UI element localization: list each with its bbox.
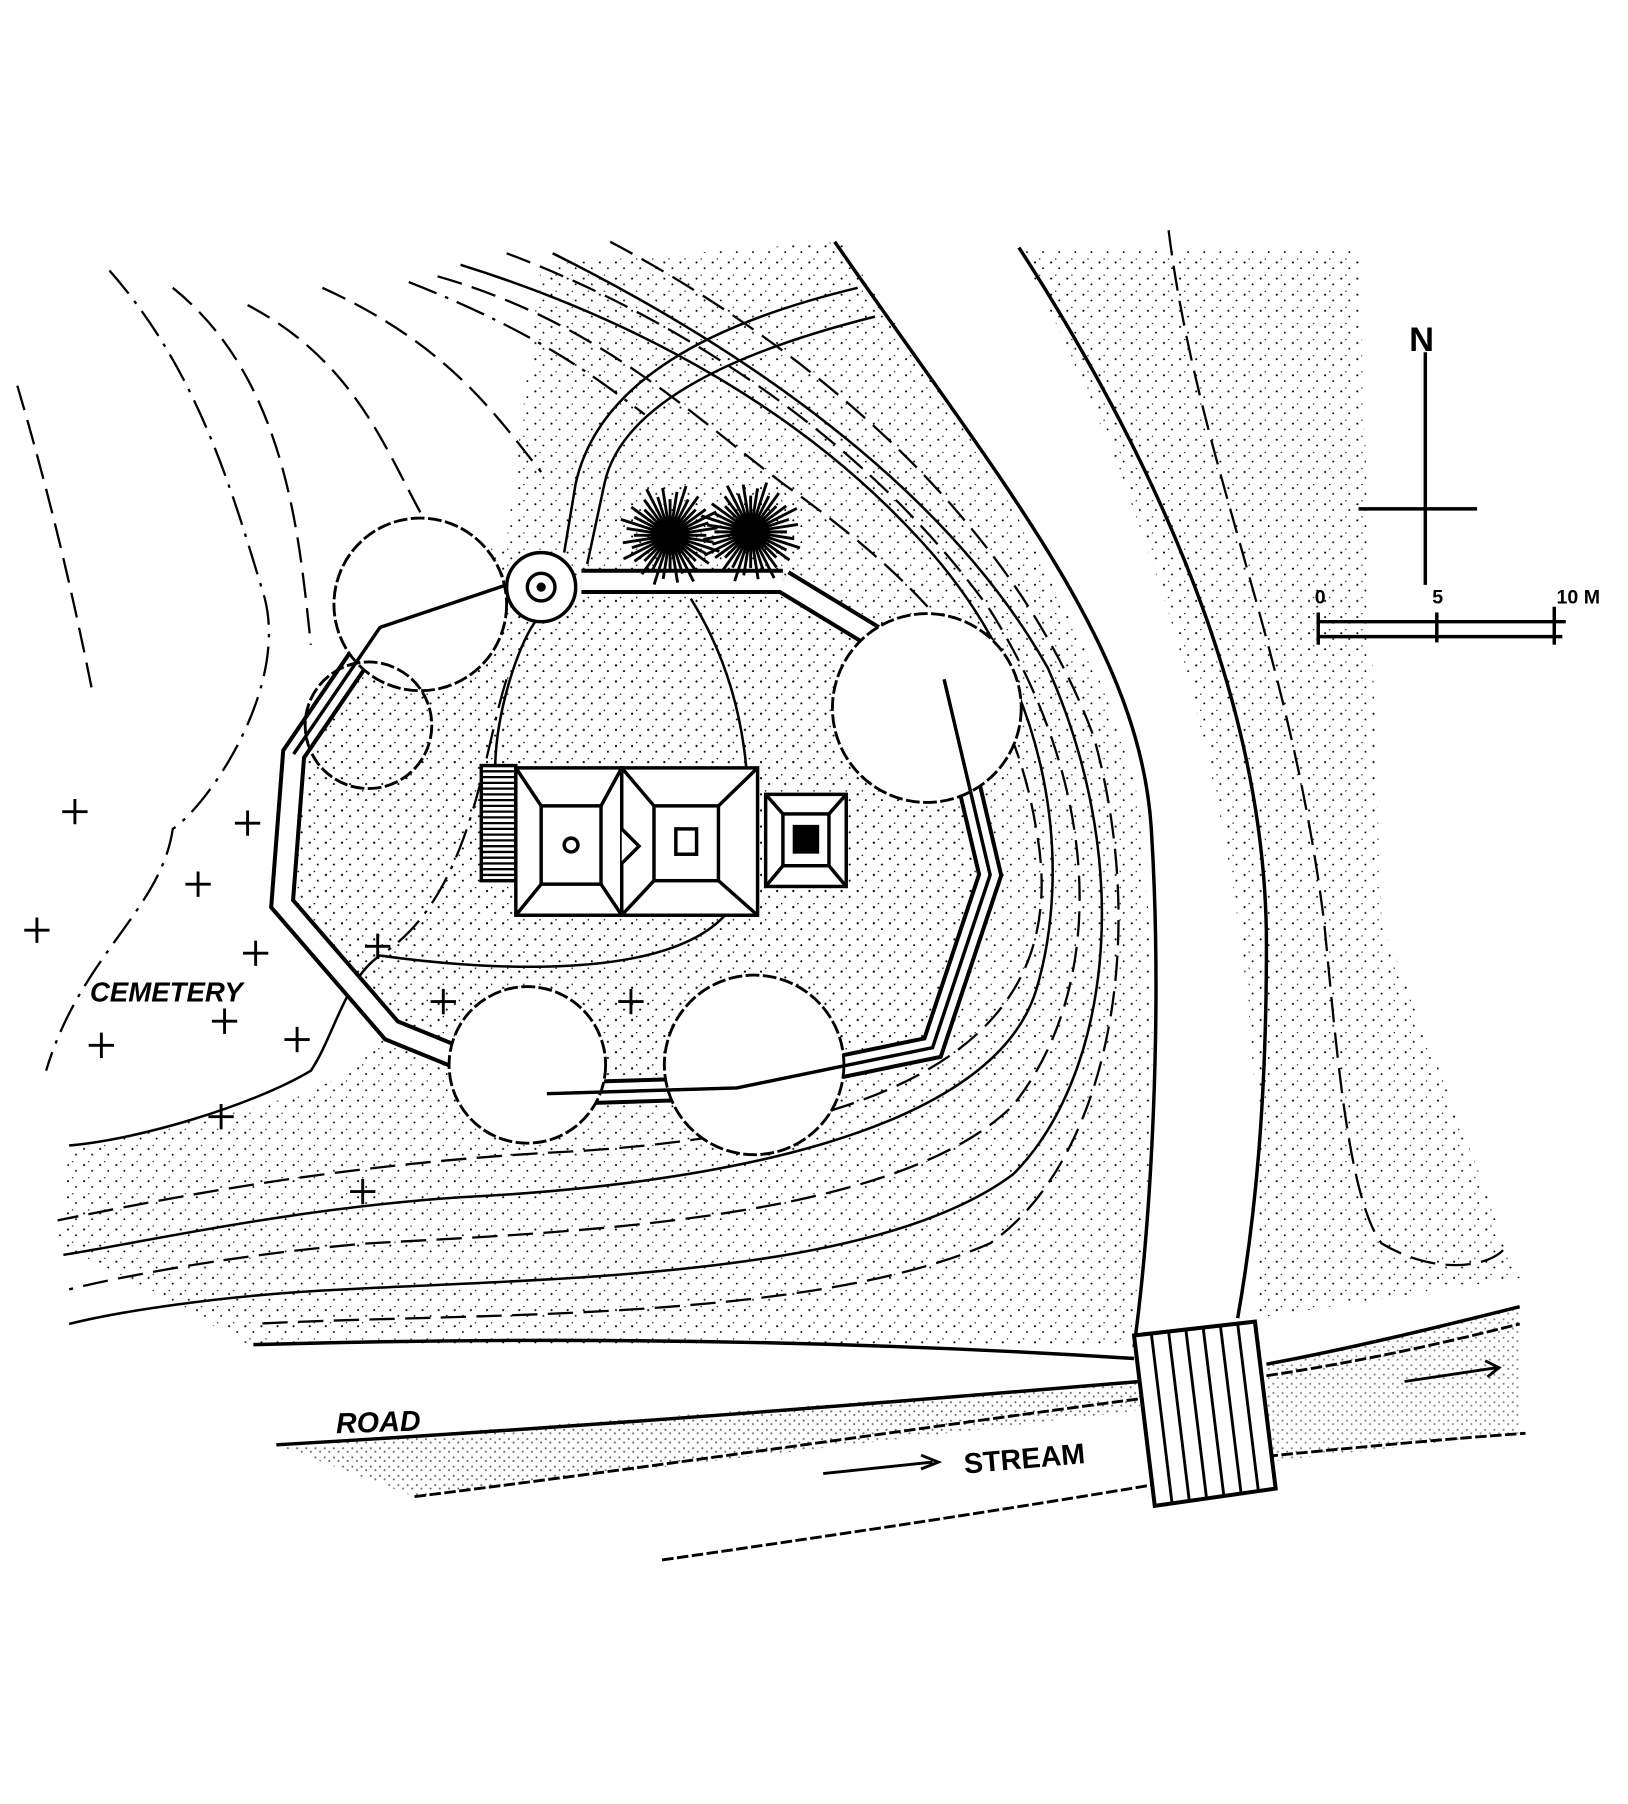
scale-tick-5: 5 xyxy=(1432,586,1443,608)
bridge-plank xyxy=(1184,1329,1209,1499)
bridge-plank xyxy=(1167,1331,1191,1502)
bridge-plank xyxy=(1149,1333,1174,1504)
grave-cross xyxy=(211,1008,238,1034)
bridge xyxy=(1131,1319,1278,1509)
grave-crosses xyxy=(24,798,644,1205)
gate xyxy=(504,550,578,624)
grave-cross xyxy=(365,933,391,959)
hall-west xyxy=(514,766,624,917)
hall-central xyxy=(620,766,760,917)
road-label: ROAD xyxy=(335,1405,421,1440)
cemetery-label: CEMETERY xyxy=(90,977,245,1008)
buildings xyxy=(479,763,848,917)
grave-cross xyxy=(24,917,50,943)
stairs xyxy=(479,763,518,883)
road xyxy=(253,1304,1521,1447)
scale-tick-0: 0 xyxy=(1315,586,1326,608)
grave-cross xyxy=(62,798,88,825)
flow-arrow xyxy=(1404,1359,1502,1383)
tree xyxy=(303,660,434,791)
hall-east xyxy=(763,792,848,889)
north-arrow xyxy=(1358,352,1478,585)
tree xyxy=(830,612,1023,804)
palm-trees xyxy=(620,482,801,586)
grave-cross xyxy=(618,988,644,1015)
grave-cross xyxy=(350,1178,376,1205)
trees xyxy=(292,516,1023,1157)
bridge-plank xyxy=(1218,1325,1243,1494)
stream xyxy=(414,1322,1526,1562)
palm-tree xyxy=(620,485,720,586)
north-label: N xyxy=(1409,321,1434,359)
grave-cross xyxy=(242,940,269,966)
flow-arrow xyxy=(823,1453,943,1476)
grave-cross xyxy=(185,871,211,897)
contour-lines xyxy=(16,230,1510,1326)
tree xyxy=(447,985,608,1145)
grave-cross xyxy=(88,1032,115,1058)
scale-bar xyxy=(1316,606,1566,645)
bridge-plank xyxy=(1236,1323,1260,1492)
grave-cross xyxy=(208,1104,234,1130)
grave-cross xyxy=(234,810,261,836)
bridge-plank xyxy=(1201,1327,1226,1497)
lane xyxy=(493,240,1269,1348)
stream-label: STREAM xyxy=(963,1438,1087,1480)
grave-cross xyxy=(284,1026,310,1053)
scale-tick-10: 10 M xyxy=(1557,586,1601,608)
grave-cross xyxy=(430,988,456,1015)
palm-tree xyxy=(700,482,801,582)
tree xyxy=(332,516,509,693)
tree xyxy=(662,973,846,1157)
